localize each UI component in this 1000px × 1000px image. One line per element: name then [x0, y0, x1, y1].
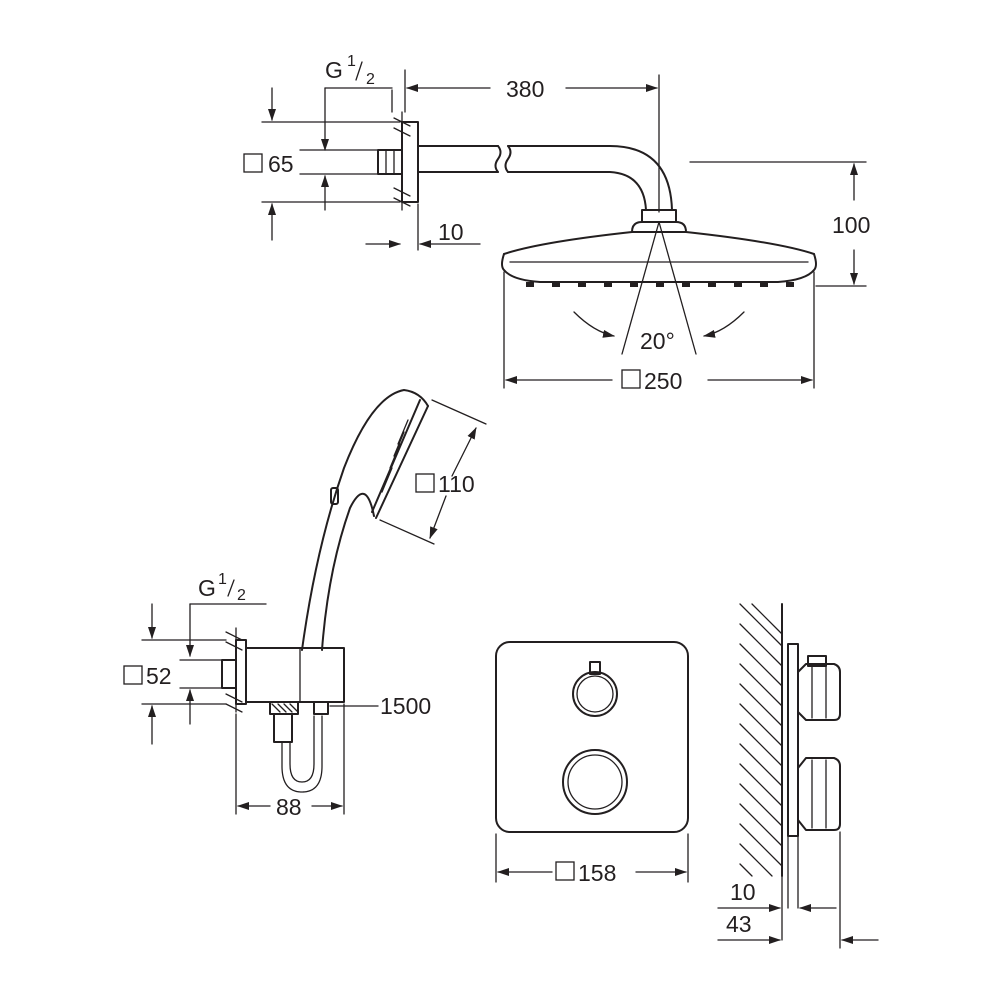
height-value: 100 [832, 212, 870, 238]
dimension-holder-depth: 88 [235, 703, 345, 820]
thread-denominator-bottom: 2 [237, 587, 246, 604]
side-lower-knob [797, 757, 841, 831]
thread-numerator: 1 [347, 53, 356, 70]
thermostat-front-view: 158 [495, 641, 689, 886]
plate-size-value: 158 [578, 860, 616, 886]
thread-denominator: 2 [366, 71, 375, 88]
nozzle-row [526, 282, 794, 287]
thread-label-top: G 1 2 [321, 53, 393, 151]
thread-numerator-bottom: 1 [218, 571, 227, 588]
plate-depth-value: 10 [730, 879, 756, 905]
dimension-plate-size: 158 [495, 833, 689, 886]
hand-shower [301, 389, 429, 651]
thread-g: G [325, 57, 343, 83]
dimension-height: 100 [689, 161, 870, 287]
arm-length-value: 380 [506, 76, 544, 102]
wall-flange [377, 111, 419, 211]
shower-arm [417, 145, 677, 223]
hand-shower-set: 110 G 1 2 [123, 389, 487, 820]
wall-gap-value: 10 [438, 219, 464, 245]
temperature-control-knob [562, 749, 628, 815]
side-upper-knob [797, 655, 841, 721]
thread-g-bottom: G [198, 575, 216, 601]
thermostat-side-view: 10 43 [717, 603, 879, 949]
hose-length-value: 1500 [380, 693, 431, 719]
dimension-total-depth: 43 [717, 831, 879, 949]
head-size-value: 110 [438, 471, 475, 497]
wall-hatching [739, 603, 783, 877]
tilt-angle-value: 20° [640, 328, 675, 354]
overhead-shower: G 1 2 380 65 [243, 53, 870, 394]
flange-size-value: 65 [268, 151, 294, 177]
hose [269, 701, 329, 793]
total-depth-value: 43 [726, 911, 752, 937]
dimension-arm-length: 380 [404, 69, 660, 213]
dimension-head-size: 110 [379, 399, 487, 545]
shower-head [501, 221, 817, 287]
flow-control-knob [572, 661, 618, 717]
thread-label-bottom: G 1 2 [186, 571, 267, 657]
dimension-flange-size: 65 [243, 87, 401, 241]
dimension-diameter: 250 [503, 271, 815, 394]
dimension-hose-length: 1500 [329, 693, 431, 719]
holder-depth-value: 88 [276, 794, 302, 820]
dimension-tilt-angle: 20° [573, 221, 745, 355]
diameter-value: 250 [644, 368, 682, 394]
dimension-outlet-size: 52 [123, 603, 227, 745]
outlet-size-value: 52 [146, 663, 172, 689]
wall-outlet-holder [221, 627, 345, 713]
dimension-plate-depth: 10 [717, 879, 837, 912]
dimension-wall-gap: 10 [365, 203, 481, 251]
